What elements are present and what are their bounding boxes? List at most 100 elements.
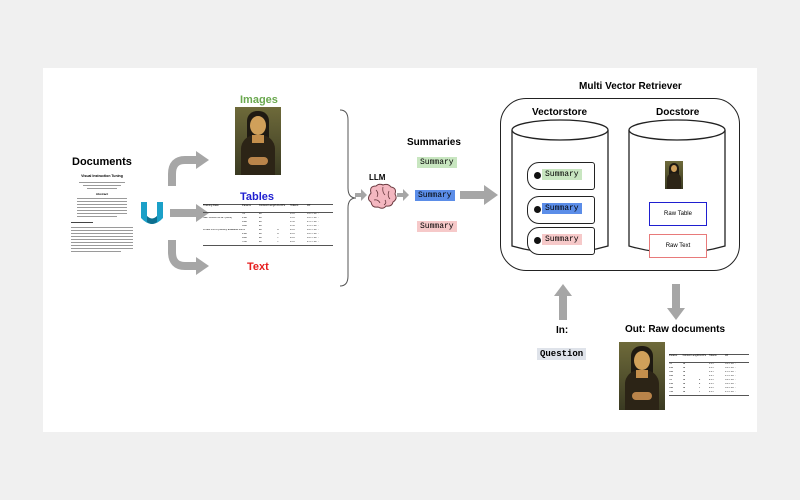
table-cell: 1.4T: [709, 371, 714, 373]
table-cell: 3.0 × 10⁻⁴: [307, 233, 319, 235]
llm-to-summaries-arrow: [397, 189, 409, 201]
abstract-heading: Abstract: [95, 192, 109, 196]
table-cell: 2.0T: [290, 229, 296, 231]
table-cell: 34B: [242, 237, 247, 239]
grouping-brace: [339, 109, 357, 287]
documents-title: Documents: [72, 156, 132, 168]
table-cell: ✗: [277, 229, 280, 231]
table-cell: 3.0 × 10⁻⁴: [307, 229, 319, 231]
table-cell: ✓: [277, 237, 280, 239]
table-header-cell: Context Length: [682, 354, 699, 357]
output-arrow: [667, 284, 685, 320]
document-thumbnail: Visual Instruction Tuning Abstract: [69, 172, 135, 258]
text-label: Text: [247, 261, 269, 273]
retriever-box: [500, 98, 740, 271]
vector-summary-2: Summary: [542, 203, 582, 214]
raw-table-label: Raw Table: [664, 211, 692, 217]
unstructured-logo-icon: [141, 202, 163, 224]
table-cell: 3.0 × 10⁻⁴: [307, 237, 319, 239]
table-cell: ✓: [698, 391, 701, 393]
table-header-cell: Training Data: [203, 204, 219, 207]
table-cell: 2.0T: [290, 233, 296, 235]
table-cell: 4k: [682, 379, 686, 381]
raw-table-box: Raw Table: [649, 202, 707, 226]
table-cell: 7B: [242, 229, 246, 231]
table-cell: 33B: [242, 221, 247, 223]
table-cell: 33B: [669, 371, 674, 373]
table-cell: 2.0T: [709, 391, 714, 393]
docstore-title: Docstore: [656, 107, 700, 118]
table-cell: ✗: [698, 379, 701, 381]
table-cell: 13B: [242, 233, 247, 235]
table-cell: ✗: [277, 233, 280, 235]
question-input: Question: [537, 348, 587, 360]
table-cell: 3.0 × 10⁻⁴: [307, 213, 319, 215]
table-cell: ✓: [277, 241, 280, 243]
table-cell: 1.5 × 10⁻⁴: [725, 371, 736, 373]
paper-title: Visual Instruction Tuning: [81, 174, 123, 178]
llm-label: LLM: [369, 173, 386, 182]
table-cell: 1.4T: [709, 375, 714, 377]
table-cell: 3.0 × 10⁻⁴: [725, 383, 736, 385]
table-header-cell: LR: [307, 204, 311, 207]
table-cell: 1.0T: [709, 367, 714, 369]
table-cell: 2k: [258, 213, 262, 215]
vector-summary-3: Summary: [542, 234, 582, 245]
retriever-title: Multi Vector Retriever: [579, 81, 682, 92]
table-cell: 2k: [682, 375, 686, 377]
table-cell: 4k: [258, 233, 262, 235]
table-cell: 2k: [258, 225, 262, 227]
vector-summary-1: Summary: [542, 169, 582, 180]
table-header-cell: LR: [725, 354, 729, 357]
images-label: Images: [240, 94, 278, 106]
table-cell: 1.5 × 10⁻⁴: [307, 225, 319, 227]
table-cell: 65B: [669, 375, 674, 377]
summary-text: Summary: [417, 221, 457, 232]
table-header-cell: Params: [669, 354, 678, 357]
table-cell: 1.0T: [290, 217, 296, 219]
table-cell: 1.0T: [290, 213, 296, 215]
table-cell: 1.5 × 10⁻⁴: [725, 375, 736, 377]
table-cell: 3.0 × 10⁻⁴: [725, 387, 736, 389]
table-cell: 3.0 × 10⁻⁴: [725, 367, 736, 369]
summary-table: Summary: [415, 190, 455, 201]
table-cell: 1.4T: [290, 221, 296, 223]
summary-image: Summary: [417, 157, 457, 168]
table-cell: 1.5 × 10⁻⁴: [307, 241, 319, 243]
table-cell: 2.0T: [709, 379, 714, 381]
table-cell: 65B: [242, 225, 247, 227]
table-cell: 4k: [258, 229, 262, 231]
brain-icon: [368, 183, 397, 209]
tables-label: Tables: [240, 191, 275, 203]
table-cell: 2.0T: [709, 383, 714, 385]
table-cell: 1.5 × 10⁻⁴: [725, 391, 736, 393]
output-label: Out: Raw documents: [625, 324, 726, 335]
table-cell: 2.0T: [290, 237, 296, 239]
table-cell: 3.0 × 10⁻⁴: [725, 379, 736, 381]
input-arrow: [554, 284, 572, 320]
table-header-cell: Tokens: [709, 354, 717, 357]
table-cell: ✓: [698, 387, 701, 389]
summaries-title: Summaries: [407, 137, 461, 148]
diagram-canvas: Documents Visual Instruction Tuning Abst…: [43, 68, 757, 432]
split-arrows: [168, 151, 209, 275]
input-label: In:: [556, 325, 569, 336]
table-cell: 13B: [669, 383, 674, 385]
table-cell: 1.5 × 10⁻⁴: [307, 221, 319, 223]
table-cell: 70B: [669, 391, 674, 393]
table-cell: A new mix of publicly available online d…: [203, 229, 242, 231]
table-cell: See Touvron et al. (2023): [203, 217, 233, 219]
table-cell: 70B: [242, 241, 247, 243]
table-cell: 4k: [682, 391, 686, 393]
docstore-image: [665, 161, 683, 189]
table-cell: 7B: [242, 213, 246, 215]
table-cell: 3.0 × 10⁻⁴: [307, 217, 319, 219]
table-cell: 4k: [682, 383, 686, 385]
table-cell: 2k: [258, 221, 262, 223]
table-header-cell: Params: [242, 204, 251, 207]
to-llm-arrow: [355, 189, 367, 201]
table-cell: 4k: [682, 387, 686, 389]
table-header-cell: Context Length: [258, 204, 277, 207]
